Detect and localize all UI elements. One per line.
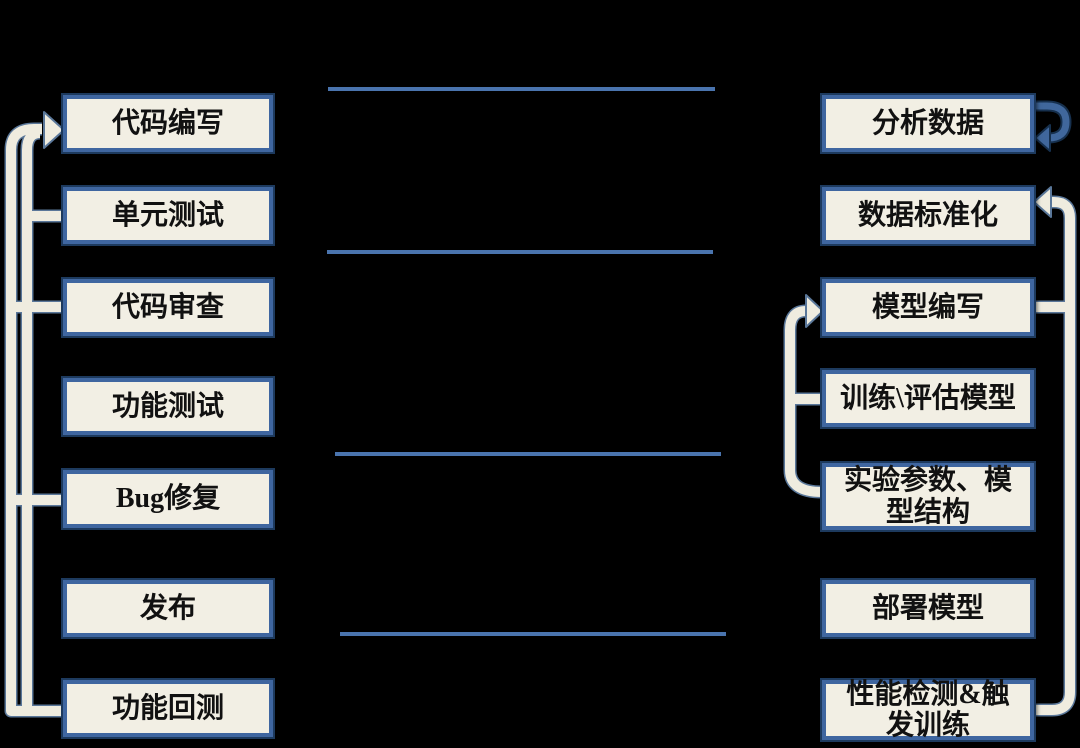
retrain-feedback-connector	[1033, 186, 1077, 717]
box-deploy-model: 部署模型	[822, 580, 1034, 637]
analyze-data-self-loop	[1033, 100, 1072, 152]
box-label: 模型编写	[871, 291, 984, 323]
box-bug-fix: Bug修复	[63, 470, 273, 528]
box-label: 分析数据	[871, 107, 984, 139]
section-divider-2	[327, 250, 713, 254]
box-label: 代码编写	[111, 107, 224, 139]
section-divider-3	[335, 452, 721, 456]
box-label: Bug修复	[115, 483, 221, 515]
box-data-standardization: 数据标准化	[822, 187, 1034, 244]
left-connector-arrowhead	[43, 111, 65, 149]
box-feature-test: 功能测试	[63, 378, 273, 435]
box-regression-test: 功能回测	[63, 680, 273, 737]
section-divider-1	[328, 87, 715, 91]
box-code-review: 代码审查	[63, 279, 273, 336]
section-divider-4	[340, 632, 726, 636]
box-label: 性能检测&触发训练	[846, 678, 1010, 741]
model-iteration-connector	[783, 294, 824, 499]
analyze-data-self-loop-arrowhead	[1034, 124, 1051, 152]
retrain-feedback-arrowhead	[1033, 186, 1052, 218]
box-code-writing: 代码编写	[63, 95, 273, 152]
box-label: 训练\评估模型	[840, 382, 1016, 414]
box-label: 单元测试	[111, 199, 224, 231]
box-label: 功能回测	[111, 692, 224, 724]
box-train-evaluate-model: 训练\评估模型	[822, 370, 1034, 427]
box-performance-check-trigger-training: 性能检测&触发训练	[822, 678, 1034, 741]
box-analyze-data: 分析数据	[822, 95, 1034, 152]
box-release: 发布	[63, 580, 273, 637]
box-model-writing: 模型编写	[822, 279, 1034, 336]
box-unit-test: 单元测试	[63, 187, 273, 244]
box-label: 数据标准化	[857, 199, 998, 231]
box-label: 实验参数、模型结构	[843, 465, 1012, 528]
box-experiment-params-model-structure: 实验参数、模型结构	[822, 463, 1034, 530]
box-label: 代码审查	[111, 291, 224, 323]
box-label: 部署模型	[871, 592, 984, 624]
model-iteration-arrowhead	[805, 294, 824, 328]
left-feedback-connector	[4, 111, 65, 718]
box-label: 功能测试	[111, 390, 224, 422]
box-label: 发布	[139, 592, 196, 624]
